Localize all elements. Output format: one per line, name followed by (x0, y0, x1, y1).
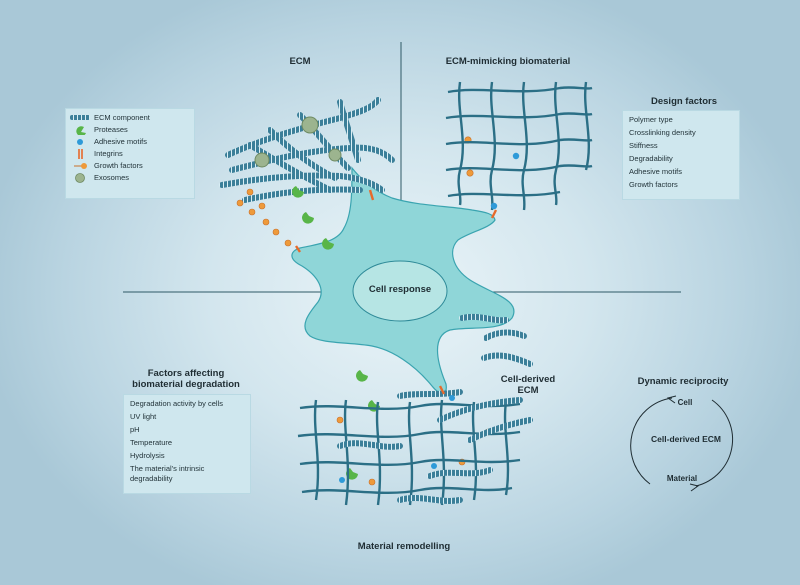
legend-label: Adhesive motifs (94, 137, 147, 146)
design-factor-item: Growth factors (629, 180, 678, 189)
design-factor-item: Crosslinking density (629, 128, 696, 137)
legend-label: Proteases (94, 125, 128, 134)
design-factor-item: Polymer type (629, 115, 673, 124)
legend-item: Adhesive motifs (66, 136, 194, 148)
legend-label: Exosomes (94, 173, 130, 182)
legend-box: ECM component Proteases Adhesive motifs … (65, 108, 195, 199)
degradation-factor-item: Temperature (130, 438, 173, 447)
factors-title: Factors affecting biomaterial degradatio… (126, 368, 246, 390)
degradation-factors-box: Degradation activity by cells UV light p… (123, 394, 251, 494)
design-factor-item: Stiffness (629, 141, 658, 150)
exosome-icon (75, 173, 85, 183)
adhesive-motif (512, 152, 520, 160)
growth-factor-icon (74, 163, 87, 169)
cell-derived-line-2: ECM (517, 385, 539, 396)
degradation-factor-item: The material's intrinsic (130, 464, 205, 473)
reciprocity-cycle (630, 395, 734, 492)
design-factors-title: Design factors (651, 96, 717, 107)
ecm-title: ECM (289, 56, 311, 67)
factors-title-line-2: biomaterial degradation (132, 379, 240, 390)
adhesive-motifs-bottom (339, 395, 455, 483)
cell-response-label: Cell response (368, 284, 432, 295)
cell-derived-line-1: Cell-derived (500, 374, 556, 385)
adhesive-motif (490, 202, 498, 210)
exosomes (254, 116, 342, 168)
material-remodelling-label: Material remodelling (357, 541, 451, 552)
legend-label: ECM component (94, 113, 150, 122)
reciprocity-center-label: Cell-derived ECM (651, 434, 721, 444)
fiber-icon (70, 115, 90, 120)
factors-title-line-1: Factors affecting (147, 368, 225, 379)
cell-derived-fibers (337, 313, 533, 504)
legend-item: Growth factors (66, 160, 194, 172)
legend-label: Integrins (94, 149, 123, 158)
legend-item: Exosomes (66, 172, 194, 184)
design-factor-item: Adhesive motifs (629, 167, 682, 176)
degradation-factor-item: UV light (130, 412, 157, 421)
biomaterial-mesh (445, 81, 593, 211)
legend-item: Integrins (66, 148, 194, 160)
protease-icon (76, 126, 86, 135)
legend-label: Growth factors (94, 161, 143, 170)
degradation-factor-item: degradability (130, 474, 173, 483)
dynamic-reciprocity-title: Dynamic reciprocity (637, 376, 729, 387)
degradation-factor-item: Degradation activity by cells (130, 399, 223, 408)
reciprocity-cell-label: Cell (677, 398, 693, 407)
legend-item: ECM component (66, 112, 194, 124)
cell-nucleus (352, 260, 448, 322)
integrins (295, 189, 498, 395)
ecm-mimicking-title: ECM-mimicking biomaterial (445, 56, 571, 67)
degradation-factor-item: Hydrolysis (130, 451, 165, 460)
legend-item: Proteases (66, 124, 194, 136)
cell-derived-ecm-label: Cell-derived ECM (488, 374, 568, 396)
reciprocity-material-label: Material (666, 474, 698, 483)
remodelled-mesh (297, 399, 521, 506)
integrin-icon (78, 149, 83, 159)
design-factors-box: Polymer type Crosslinking density Stiffn… (622, 110, 740, 200)
degradation-factor-item: pH (130, 425, 140, 434)
design-factor-item: Degradability (629, 154, 673, 163)
adhesive-motif-icon (77, 139, 83, 145)
proteases (292, 186, 380, 480)
